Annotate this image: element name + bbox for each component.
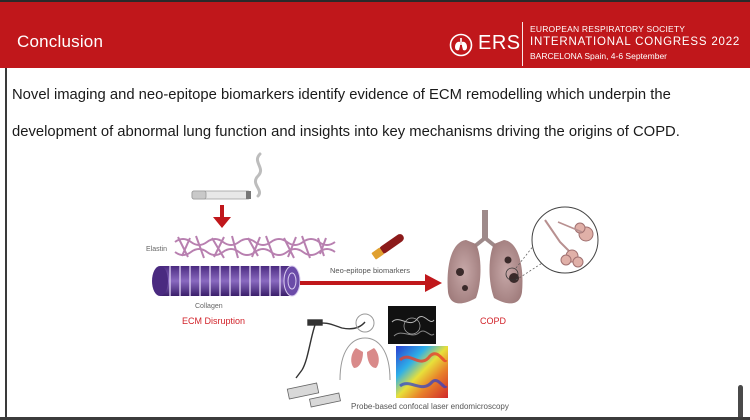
conclusion-line-1: Novel imaging and neo-epitope biomarkers…	[12, 87, 671, 103]
cigarette-icon	[191, 190, 251, 200]
probe-label: Probe-based confocal laser endomicroscop…	[351, 402, 509, 411]
smoke-icon	[253, 152, 263, 198]
ers-lungs-logo-icon	[449, 33, 473, 57]
conclusion-line-2: development of abnormal lung function an…	[12, 124, 680, 140]
elastin-fibers	[174, 235, 336, 259]
conclusion-text: Novel imaging and neo-epitope biomarkers…	[12, 77, 750, 151]
ecm-figure: Elastin Collagen ECM Disruption Neo-epit…	[146, 152, 599, 411]
neo-epitope-label: Neo-epitope biomarkers	[330, 266, 410, 275]
bottom-border	[0, 417, 750, 420]
grayscale-microscopy-image	[388, 306, 436, 344]
alveoli-inset-icon	[531, 206, 599, 274]
down-arrow-icon	[213, 205, 231, 228]
copd-label: COPD	[480, 316, 507, 326]
congress-location: BARCELONA Spain, 4-6 September	[530, 51, 668, 61]
body-silhouette-icon	[339, 313, 391, 381]
congress-name: INTERNATIONAL CONGRESS 2022	[530, 36, 741, 48]
collagen-cylinder	[152, 265, 301, 297]
congress-society: EUROPEAN RESPIRATORY SOCIETY	[530, 24, 686, 34]
ecm-disruption-label: ECM Disruption	[182, 316, 245, 326]
top-border	[0, 0, 750, 2]
ers-logo-text: ERS	[478, 32, 521, 54]
copd-lungs-icon	[447, 210, 523, 304]
congress-info: EUROPEAN RESPIRATORY SOCIETY INTERNATION…	[530, 23, 740, 62]
elastin-label: Elastin	[146, 246, 167, 253]
right-arrow-icon	[300, 274, 442, 292]
left-border	[5, 68, 7, 420]
heatmap-microscopy-image	[396, 346, 448, 398]
collagen-label: Collagen	[195, 303, 223, 310]
endoscope-probe-icon	[286, 319, 366, 408]
header-bar: Conclusion ERS EUROPEAN RESPIRATORY SOCI…	[0, 2, 750, 68]
slide-title: Conclusion	[17, 32, 104, 51]
scrollbar-thumb[interactable]	[738, 385, 743, 420]
logo-divider	[522, 22, 523, 66]
blood-tube-icon	[371, 234, 404, 260]
